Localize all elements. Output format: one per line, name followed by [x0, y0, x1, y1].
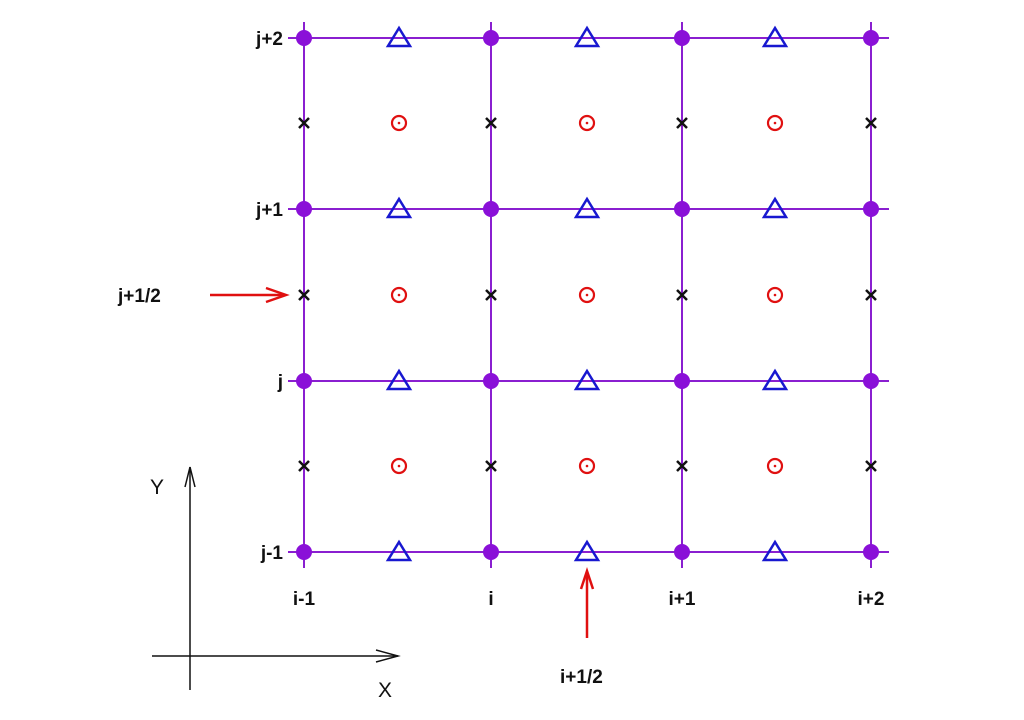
node-dot-icon [674, 30, 690, 46]
node-dot-icon [483, 30, 499, 46]
triangle-marker-icon [385, 25, 413, 48]
grid-lines [288, 22, 889, 568]
cross-marker-icon [676, 117, 688, 129]
center-dot-icon [585, 121, 589, 125]
j-half-label: j+1/2 [117, 286, 161, 307]
y-axis-arrowhead-icon [184, 466, 196, 488]
node-dot-icon [296, 201, 312, 217]
cross-marker-icon [485, 289, 497, 301]
triangle-marker-icon [573, 25, 601, 48]
cross-marker-icon [485, 117, 497, 129]
triangle-marker-icon [573, 196, 601, 219]
row-label: j+1 [255, 200, 283, 221]
node-dot-icon [674, 544, 690, 560]
node-dot-icon [674, 201, 690, 217]
center-dot-icon [397, 293, 401, 297]
triangle-marker-icon [761, 539, 789, 562]
node-dot-icon [296, 30, 312, 46]
column-label: i+2 [858, 589, 885, 610]
column-label: i+1 [669, 589, 696, 610]
node-dot-icon [863, 544, 879, 560]
center-dot-icon [585, 293, 589, 297]
triangle-marker-icon [573, 539, 601, 562]
center-circle-marker-icon [578, 286, 596, 304]
row-label: j [277, 372, 283, 393]
center-circle-marker-icon [390, 286, 408, 304]
center-dot-icon [773, 464, 777, 468]
triangle-marker-icon [761, 368, 789, 391]
cross-marker-icon [298, 460, 310, 472]
center-dot-icon [773, 293, 777, 297]
node-dot-icon [674, 373, 690, 389]
row-label: j+2 [255, 29, 283, 50]
i-half-arrowhead-icon [579, 567, 595, 590]
row-label: j-1 [260, 543, 284, 564]
i-half-label: i+1/2 [560, 667, 603, 688]
cross-marker-icon [298, 289, 310, 301]
cross-marker-icon [676, 460, 688, 472]
triangle-marker-icon [385, 368, 413, 391]
column-label: i-1 [293, 589, 316, 610]
node-dot-icon [296, 373, 312, 389]
j-half-arrowhead-icon [265, 286, 290, 304]
triangle-marker-icon [761, 196, 789, 219]
cross-marker-icon [676, 289, 688, 301]
cross-marker-icon [865, 289, 877, 301]
node-dot-icon [863, 201, 879, 217]
cross-marker-icon [298, 117, 310, 129]
center-circle-marker-icon [578, 457, 596, 475]
cross-marker-icon [865, 117, 877, 129]
center-dot-icon [773, 121, 777, 125]
coordinate-axes: Y X [150, 466, 401, 702]
triangle-marker-icon [385, 196, 413, 219]
node-dot-icon [483, 373, 499, 389]
x-axis-arrowhead-icon [375, 649, 401, 663]
center-dot-icon [397, 464, 401, 468]
grid-markers [296, 25, 879, 562]
center-circle-marker-icon [578, 114, 596, 132]
cross-marker-icon [865, 460, 877, 472]
node-dot-icon [863, 30, 879, 46]
y-axis-label: Y [150, 476, 164, 499]
cross-marker-icon [485, 460, 497, 472]
node-dot-icon [483, 201, 499, 217]
node-dot-icon [296, 544, 312, 560]
center-circle-marker-icon [390, 114, 408, 132]
center-circle-marker-icon [390, 457, 408, 475]
x-axis-label: X [378, 679, 392, 702]
j-half-annotation: j+1/2 [117, 286, 290, 307]
triangle-marker-icon [761, 25, 789, 48]
node-dot-icon [863, 373, 879, 389]
center-circle-marker-icon [766, 286, 784, 304]
node-dot-icon [483, 544, 499, 560]
center-dot-icon [397, 121, 401, 125]
grid-labels: j+2 j+1 j j-1 i-1 i i+1 i+2 [255, 29, 884, 610]
center-dot-icon [585, 464, 589, 468]
triangle-marker-icon [573, 368, 601, 391]
center-circle-marker-icon [766, 114, 784, 132]
column-label: i [488, 589, 493, 610]
center-circle-marker-icon [766, 457, 784, 475]
i-half-annotation: i+1/2 [560, 567, 603, 688]
triangle-marker-icon [385, 539, 413, 562]
